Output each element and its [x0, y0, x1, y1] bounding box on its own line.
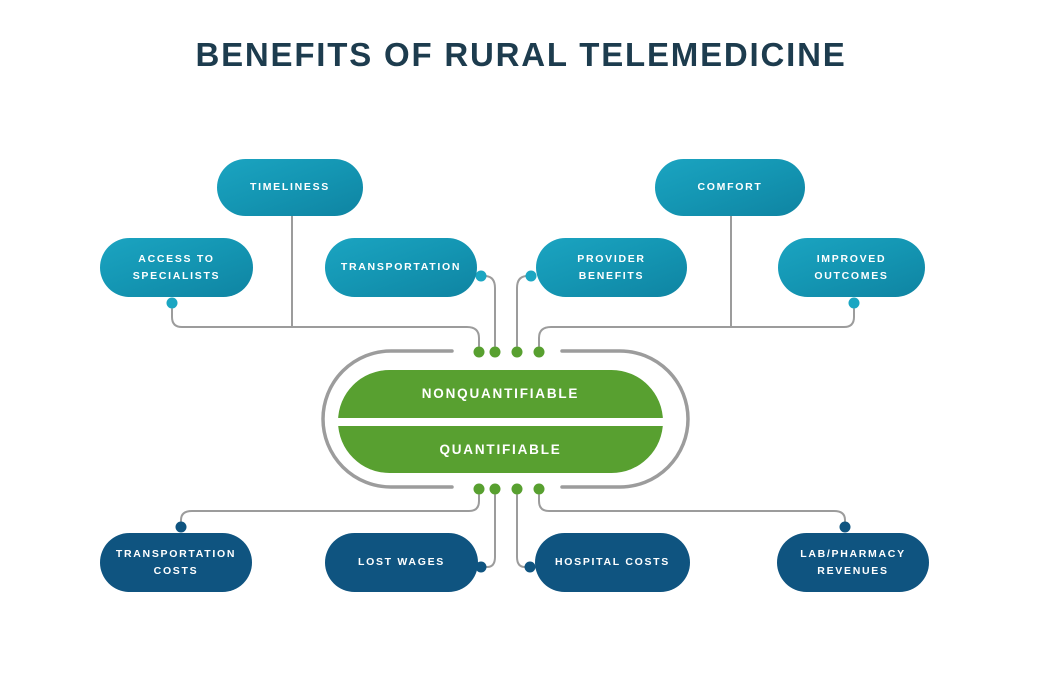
capsule-outline-left	[321, 349, 454, 489]
connector-lost-wages	[485, 494, 496, 568]
bubble-comfort: COMFORT	[655, 159, 805, 216]
dot-green-top-4	[533, 346, 545, 358]
dot-provider-benefits	[525, 270, 537, 282]
connector-provider-benefits	[516, 275, 527, 347]
dot-green-bottom-1	[473, 483, 485, 495]
dot-green-top-2	[489, 346, 501, 358]
capsule-outline-right	[560, 349, 690, 489]
dot-lab-pharmacy-revenues	[839, 521, 851, 533]
bubble-lost-wages: LOST WAGES	[325, 533, 478, 592]
connector-hospital-costs	[516, 494, 527, 568]
bubble-lab-pharmacy-revenues: LAB/PHARMACY REVENUES	[777, 533, 929, 592]
connector-transportation-costs	[180, 494, 480, 527]
page-title: BENEFITS OF RURAL TELEMEDICINE	[195, 36, 847, 73]
bubble-hospital-costs: HOSPITAL COSTS	[535, 533, 690, 592]
dot-improved-outcomes	[848, 297, 860, 309]
dot-green-bottom-3	[511, 483, 523, 495]
dot-lost-wages	[475, 561, 487, 573]
bubble-transportation-costs: TRANSPORTATION COSTS	[100, 533, 252, 592]
connector-lab-pharmacy-revenues	[538, 494, 846, 527]
quantifiable-bar: QUANTIFIABLE	[338, 425, 663, 473]
dot-green-top-3	[511, 346, 523, 358]
bubble-improved-outcomes: IMPROVED OUTCOMES	[778, 238, 925, 297]
dot-green-bottom-2	[489, 483, 501, 495]
nonquantifiable-bar: NONQUANTIFIABLE	[338, 370, 663, 418]
dot-hospital-costs	[524, 561, 536, 573]
connector-transportation	[485, 275, 496, 347]
dot-transportation	[475, 270, 487, 282]
dot-green-bottom-4	[533, 483, 545, 495]
dot-green-top-1	[473, 346, 485, 358]
bubble-provider-benefits: PROVIDER BENEFITS	[536, 238, 687, 297]
bubble-timeliness: TIMELINESS	[217, 159, 363, 216]
bubble-access-to-specialists: ACCESS TO SPECIALISTS	[100, 238, 253, 297]
dot-access-to-specialists	[166, 297, 178, 309]
connector-access-to-specialists	[171, 308, 480, 347]
connector-improved-outcomes	[538, 308, 855, 347]
dot-transportation-costs	[175, 521, 187, 533]
center-capsule: NONQUANTIFIABLE QUANTIFIABLE	[338, 370, 663, 473]
bubble-transportation: TRANSPORTATION	[325, 238, 477, 297]
